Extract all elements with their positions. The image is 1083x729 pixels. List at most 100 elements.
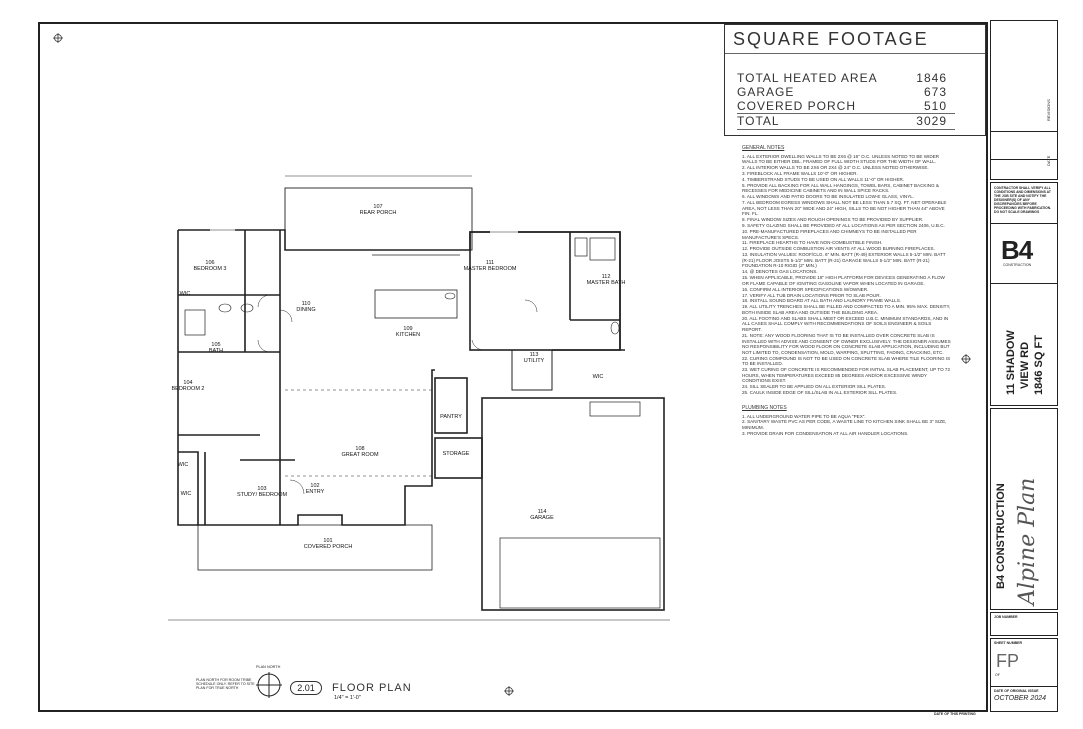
room-number-110: 110 — [302, 301, 311, 307]
drawing-border — [38, 22, 988, 712]
square-footage-title: SQUARE FOOTAGE — [733, 29, 929, 49]
contractor-note: CONTRACTOR SHALL VERIFY ALL CONDITIONS A… — [994, 186, 1052, 214]
general-note-item: 12. PROVIDE OUTSIDE COMBUSTION AIR VENTS… — [742, 246, 935, 252]
divider — [737, 129, 955, 130]
project-address-line1: 11 SHADOW — [1005, 330, 1017, 395]
general-note-item: 2. ALL INTERIOR WALLS TO BE 2X6 OR 2X4 @… — [742, 165, 929, 171]
job-number-cell: JOB NUMBER — [990, 612, 1058, 636]
room-number-102: 102 — [310, 483, 319, 489]
plan-name: Alpine Plan — [1015, 477, 1040, 605]
sqft-label: COVERED PORCH — [737, 99, 857, 113]
room-number-104: 104 — [183, 380, 192, 386]
room-name-rear-porch: REAR PORCH — [360, 210, 397, 216]
registration-mark-icon — [53, 33, 63, 43]
sqft-row: TOTAL HEATED AREA 1846 — [737, 71, 947, 85]
sqft-total-value: 3029 — [916, 114, 947, 128]
title-block: REVISIONS DATE CONTRACTOR SHALL VERIFY A… — [990, 18, 1060, 712]
general-note-item: 22. CURING COMPOUND IS NOT TO BE USED ON… — [742, 355, 951, 367]
sqft-row: GARAGE 673 — [737, 85, 947, 99]
room-name-master-bath: MASTER BATH — [587, 280, 626, 286]
general-note-item: 7. ALL BEDROOM EGRESS WINDOWS SHALL NOT … — [742, 200, 947, 217]
sqft-total-label: TOTAL — [737, 114, 780, 128]
general-note-item: 6. ALL WINDOWS AND PATIO DOORS TO BE INS… — [742, 194, 915, 200]
date-original-issue: OCTOBER 2024 — [994, 695, 1047, 702]
general-notes-heading: GENERAL NOTES — [742, 145, 785, 151]
revisions-label: REVISIONS — [1046, 99, 1051, 121]
sqft-row: COVERED PORCH 510 — [737, 99, 947, 113]
room-name-covered-porch: COVERED PORCH — [304, 544, 353, 550]
general-note-item: 15. WHEN APPLICABLE, PROVIDE 18" HIGH PL… — [742, 275, 945, 286]
label-wic: WIC — [180, 291, 191, 297]
room-name-dining: DINING — [296, 307, 315, 313]
divider — [725, 53, 985, 54]
room-number-114: 114 — [538, 509, 547, 515]
room-number-113: 113 — [530, 352, 539, 358]
room-name-great-room: GREAT ROOM — [341, 452, 378, 458]
general-note-item: 3. FIREBLOCK ALL FRAME WALLS 10'-0" OR H… — [742, 170, 858, 176]
general-note-item: 23. WET CURING OF CONCRETE IS RECOMMENDE… — [742, 367, 951, 384]
general-note-item: 1. ALL EXTERIOR DWELLING WALLS TO BE 2X6… — [742, 153, 940, 165]
drawing-number-bubble: 2.01 — [290, 681, 322, 695]
drawing-scale: 1/4" = 1'-0" — [334, 695, 361, 701]
company-name: B4 CONSTRUCTION — [995, 483, 1007, 589]
room-name-utility: UTILITY — [524, 358, 545, 364]
room-name-master-bedroom: MASTER BEDROOM — [464, 266, 517, 272]
date-label: DATE — [1046, 155, 1051, 166]
room-name-study-bedroom: STUDY/ BEDROOM — [237, 492, 288, 498]
general-note-item: 24. SILL SEALER TO BE APPLIED ON ALL EXT… — [742, 384, 887, 390]
square-footage-table: SQUARE FOOTAGE TOTAL HEATED AREA 1846 GA… — [724, 24, 986, 136]
project-address-line2: VIEW RD — [1019, 341, 1031, 389]
general-note-item: 9. SAFETY GLAZING SHALL BE PROVIDED AT A… — [742, 223, 945, 229]
room-name-kitchen: KITCHEN — [396, 332, 420, 338]
room-name-bedroom-3: BEDROOM 3 — [193, 266, 226, 272]
divider — [737, 113, 955, 114]
room-number-106: 106 — [205, 260, 214, 266]
date-printing-label: DATE OF THIS PRINTING — [934, 712, 976, 716]
general-note-item: 16. CONFIRM ALL INTERIOR SPECIFICATIONS … — [742, 286, 869, 292]
project-cell: CONTRACTOR SHALL VERIFY ALL CONDITIONS A… — [990, 182, 1058, 406]
general-note-item: 10. PRE-MANUFACTURED FIREPLACES AND CHIM… — [742, 228, 917, 240]
room-number-109: 109 — [403, 326, 412, 332]
general-note-item: 17. VERIFY ALL TUB DRAIN LOCATIONS PRIOR… — [742, 292, 881, 298]
label-storage: STORAGE — [443, 451, 470, 457]
sheet-number-label: SHEET NUMBER — [994, 641, 1023, 645]
plumbing-notes-list: 1. ALL UNDERGROUND WATER PIPE TO BE AQUA… — [742, 414, 952, 437]
plan-north-note: PLAN NORTH FOR ROOM TRIBE SCHEDULE ONLY.… — [196, 678, 255, 691]
label-wic: WIC — [593, 374, 604, 380]
room-name-entry: ENTRY — [306, 489, 325, 495]
label-wic: WIC — [181, 491, 192, 497]
plumbing-note-item: 1. ALL UNDERGROUND WATER PIPE TO BE AQUA… — [742, 413, 866, 419]
registration-mark-icon — [504, 686, 514, 696]
general-note-item: 21. NOTE: ANY WOOD FLOORING THAT IS TO B… — [742, 332, 951, 355]
general-note-item: 20. ALL FOOTING AND SLABS SHALL MEET OR … — [742, 315, 949, 333]
revisions-cell: REVISIONS DATE — [990, 20, 1058, 180]
room-number-101: 101 — [323, 538, 332, 544]
plumbing-notes-heading: PLUMBING NOTES — [742, 404, 787, 411]
general-note-item: 25. CAULK INSIDE EDGE OF SILL/SLAB IN AL… — [742, 390, 898, 396]
general-note-item: 4. TIMBERSTRAND STUDS TO BE USED ON ALL … — [742, 176, 905, 182]
room-number-111: 111 — [486, 260, 494, 266]
plumbing-note-item: 2. SANITARY WASTE PVC AS PER CODE, A WAS… — [742, 419, 947, 431]
room-name-garage: GARAGE — [530, 515, 554, 521]
sqft-total-row: TOTAL 3029 — [737, 114, 947, 128]
project-sqft: 1846 SQ FT — [1033, 335, 1045, 395]
label-pantry: PANTRY — [440, 414, 462, 420]
sqft-value: 510 — [923, 99, 947, 113]
sheet-number-cell: SHEET NUMBER FP OF DATE OF ORIGINAL ISSU… — [990, 638, 1058, 712]
room-number-112: 112 — [602, 274, 611, 280]
room-name-bath: BATH — [209, 348, 223, 354]
drawing-title: FLOOR PLAN — [332, 682, 412, 694]
plan-name-cell: B4 CONSTRUCTION Alpine Plan — [990, 408, 1058, 610]
plan-north-label: PLAN NORTH — [256, 665, 281, 669]
sqft-label: TOTAL HEATED AREA — [737, 71, 878, 85]
registration-mark-icon — [961, 354, 971, 364]
sqft-label: GARAGE — [737, 85, 795, 99]
general-note-item: 8. FINAL WINDOW SIZES AND ROUGH OPENINGS… — [742, 217, 924, 223]
general-note-item: 19. ALL UTILITY TRENCHES SHALL BE FILLED… — [742, 304, 951, 315]
of-label: OF — [995, 673, 1000, 677]
floor-plan-drawing: 107 REAR PORCH 106 BEDROOM 3 110 DINING … — [168, 175, 670, 621]
sheet-number: FP — [996, 651, 1020, 671]
room-number-108: 108 — [355, 446, 364, 452]
room-number-105: 105 — [211, 342, 220, 348]
job-number-label: JOB NUMBER — [994, 615, 1018, 619]
